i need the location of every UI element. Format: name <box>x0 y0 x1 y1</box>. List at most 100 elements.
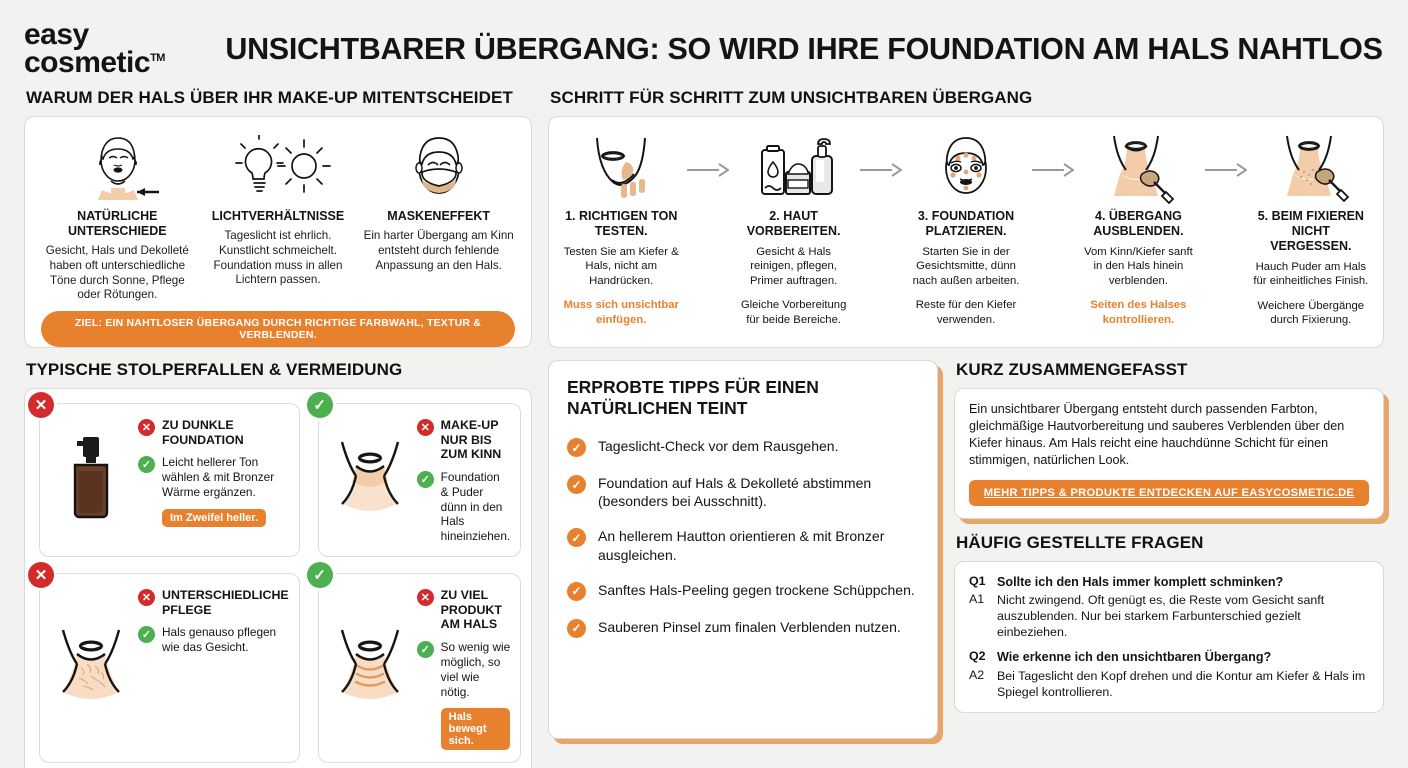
faq-card: Q1 Sollte ich den Hals immer komplett sc… <box>954 560 1384 713</box>
tip-item: ✓ Sanftes Hals-Peeling gegen trockene Sc… <box>567 581 919 601</box>
tip-item: ✓ Sauberen Pinsel zum finalen Verblenden… <box>567 618 919 638</box>
tip-text: Foundation auf Hals & Dekolleté abstimme… <box>598 475 872 510</box>
pitfall-item-1: ✓ <box>306 392 522 558</box>
summary-card: Ein unsichtbarer Übergang entsteht durch… <box>954 388 1384 519</box>
jaw-swatch-test-icon <box>561 131 681 205</box>
arrow-icon-2 <box>856 131 904 177</box>
check-badge-icon: ✓ <box>306 392 333 418</box>
step-3: 3. FOUNDATION PLATZIEREN. Starten Sie in… <box>904 131 1028 327</box>
check-mini-icon: ✓ <box>138 626 155 644</box>
faq-answer: Nicht zwingend. Oft genügt es, die Reste… <box>997 592 1325 640</box>
check-badge-icon: ✓ <box>306 562 333 589</box>
summary-faq-column: KURZ ZUSAMMENGEFASST Ein unsichtbarer Üb… <box>954 360 1384 713</box>
pitfall-title: UNTERSCHIEDLICHE PFLEGE <box>162 588 289 617</box>
tips-section: ERPROBTE TIPPS FÜR EINEN NATÜRLICHEN TEI… <box>548 360 938 739</box>
step-1: 1. RICHTIGEN TON TESTEN. Testen Sie am K… <box>559 131 683 327</box>
tip-text: Sanftes Hals-Peeling gegen trockene Schü… <box>598 581 915 598</box>
pitfalls-card: ✕ ✕ <box>24 388 532 768</box>
check-icon: ✓ <box>567 581 586 601</box>
why-section-title: WARUM DER HALS ÜBER IHR MAKE-UP MITENTSC… <box>26 88 513 107</box>
pitfall-tag: Im Zweifel heller. <box>162 508 267 527</box>
summary-section-title: KURZ ZUSAMMENGEFASST <box>956 360 1188 379</box>
tips-card: ERPROBTE TIPPS FÜR EINEN NATÜRLICHEN TEI… <box>548 360 938 739</box>
tip-item: ✓ Foundation auf Hals & Dekolleté abstim… <box>567 474 919 510</box>
steps-section: SCHRITT FÜR SCHRITT ZUM UNSICHTBAREN ÜBE… <box>548 88 1384 348</box>
step-head: 1. RICHTIGEN TON TESTEN. <box>565 209 678 238</box>
faq-q-key: Q2 <box>969 649 986 664</box>
why-item-2: MASKENEFFEKT Ein harter Übergang am Kinn… <box>362 131 515 303</box>
bulb-sun-icon <box>224 131 332 205</box>
tip-text: Sauberen Pinsel zum finalen Verblenden n… <box>598 618 901 635</box>
why-item-body: Ein harter Übergang am Kinn entsteht dur… <box>363 229 514 272</box>
faq-section-title: HÄUFIG GESTELLTE FRAGEN <box>956 532 1204 552</box>
check-mini-icon: ✓ <box>416 641 434 659</box>
steps-card: 1. RICHTIGEN TON TESTEN. Testen Sie am K… <box>548 116 1384 348</box>
step-head: 2. HAUT VORBEREITEN. <box>746 209 841 238</box>
header: easy cosmeticTM UNSICHTBARER ÜBERGANG: S… <box>0 0 1408 88</box>
neck-chin-line-icon <box>331 414 409 544</box>
brand-line-2: cosmetic <box>24 46 151 79</box>
why-item-1: LICHTVERHÄLTNISSE Tageslicht ist ehrlich… <box>202 131 355 303</box>
cross-mini-icon: ✕ <box>416 589 434 607</box>
faq-a-key: A2 <box>969 667 985 682</box>
why-item-body: Tageslicht ist ehrlich. Kunstlicht schme… <box>213 229 343 287</box>
brand-tm: TM <box>150 52 165 64</box>
step-body: Starten Sie in der Gesichtsmitte, dünn n… <box>912 246 1020 287</box>
step-4: 4. ÜBERGANG AUSBLENDEN. Vom Kinn/Kiefer … <box>1076 131 1200 327</box>
why-item-body: Gesicht, Hals und Dekolleté haben oft un… <box>45 244 189 302</box>
cta-button[interactable]: MEHR TIPPS & PRODUKTE ENTDECKEN AUF EASY… <box>969 479 1369 506</box>
tips-title: ERPROBTE TIPPS FÜR EINEN NATÜRLICHEN TEI… <box>567 377 819 418</box>
neck-creases-icon <box>331 584 409 750</box>
check-icon: ✓ <box>567 475 586 494</box>
step-head: 5. BEIM FIXIEREN NICHT VERGESSEN. <box>1257 209 1364 253</box>
pitfall-title: ZU VIEL PRODUKT AM HALS <box>440 588 502 632</box>
pitfall-tag: Hals bewegt sich. <box>440 708 511 751</box>
why-item-head: MASKENEFFEKT <box>387 209 491 223</box>
check-icon: ✓ <box>567 528 586 548</box>
tip-item: ✓ Tageslicht-Check vor dem Rausgehen. <box>567 437 919 457</box>
steps-section-title: SCHRITT FÜR SCHRITT ZUM UNSICHTBAREN ÜBE… <box>550 88 1033 107</box>
pitfall-solution: So wenig wie möglich, so viel wie nötig. <box>440 640 511 699</box>
why-card: NATÜRLICHE UNTERSCHIEDE Gesicht, Hals un… <box>24 116 532 348</box>
check-mini-icon: ✓ <box>416 470 434 488</box>
pitfall-item-3: ✓ <box>306 562 522 764</box>
faq-question: Sollte ich den Hals immer komplett schmi… <box>997 574 1284 589</box>
step-note: Gleiche Vorbereitung für beide Bereiche. <box>740 299 847 326</box>
pitfall-item-2: ✕ <box>28 562 300 764</box>
pitfall-title: MAKE-UP NUR BIS ZUM KINN <box>440 418 502 462</box>
brand-logo: easy cosmeticTM <box>24 20 224 79</box>
faq-item-1: Q2 Wie erkenne ich den unsichtbaren Über… <box>969 649 1369 700</box>
pitfall-title: ZU DUNKLE FOUNDATION <box>162 418 244 447</box>
why-item-head: NATÜRLICHE UNTERSCHIEDE <box>68 209 167 238</box>
step-note: Seiten des Halses kontrollieren. <box>1090 299 1187 326</box>
foundation-bottle-icon <box>52 414 130 544</box>
cross-badge-icon: ✕ <box>28 392 54 418</box>
faq-a-key: A1 <box>969 591 985 606</box>
check-mini-icon: ✓ <box>138 456 155 474</box>
faq-item-0: Q1 Sollte ich den Hals immer komplett sc… <box>969 574 1369 641</box>
page-title: UNSICHTBARER ÜBERGANG: SO WIRD IHRE FOUN… <box>225 31 1383 66</box>
step-note: Weichere Übergänge durch Fixierung. <box>1257 299 1365 327</box>
step-body: Vom Kinn/Kiefer sanft in den Hals hinein… <box>1084 246 1193 287</box>
pitfall-solution: Leicht hellerer Ton wählen & mit Bronzer… <box>162 455 275 499</box>
arrow-icon-1 <box>683 131 731 177</box>
arrow-icon-3 <box>1028 131 1076 177</box>
faq-q-key: Q1 <box>969 573 986 588</box>
step-body: Testen Sie am Kiefer & Hals, nicht am Ha… <box>563 246 679 287</box>
step-head: 3. FOUNDATION PLATZIEREN. <box>917 209 1015 238</box>
goal-banner: ZIEL: EIN NAHTLOSER ÜBERGANG DURCH RICHT… <box>41 311 515 348</box>
why-section: WARUM DER HALS ÜBER IHR MAKE-UP MITENTSC… <box>24 88 532 348</box>
face-mask-icon <box>401 131 477 205</box>
pitfalls-section-title: TYPISCHE STOLPERFALLEN & VERMEIDUNG <box>26 360 403 379</box>
tip-text: An hellerem Hautton orientieren & mit Br… <box>598 528 885 563</box>
neck-brush-blend-icon <box>1078 131 1198 205</box>
tip-text: Tageslicht-Check vor dem Rausgehen. <box>598 438 839 454</box>
arrow-icon-4 <box>1201 131 1249 177</box>
tip-item: ✓ An hellerem Hautton orientieren & mit … <box>567 527 919 563</box>
why-item-0: NATÜRLICHE UNTERSCHIEDE Gesicht, Hals un… <box>41 131 194 303</box>
step-body: Hauch Puder am Hals für einheitliches Fi… <box>1253 261 1369 288</box>
summary-text: Ein unsichtbarer Übergang entsteht durch… <box>969 402 1345 467</box>
bottom-row: TYPISCHE STOLPERFALLEN & VERMEIDUNG ✕ <box>0 348 1408 768</box>
dry-neck-icon <box>52 584 130 750</box>
